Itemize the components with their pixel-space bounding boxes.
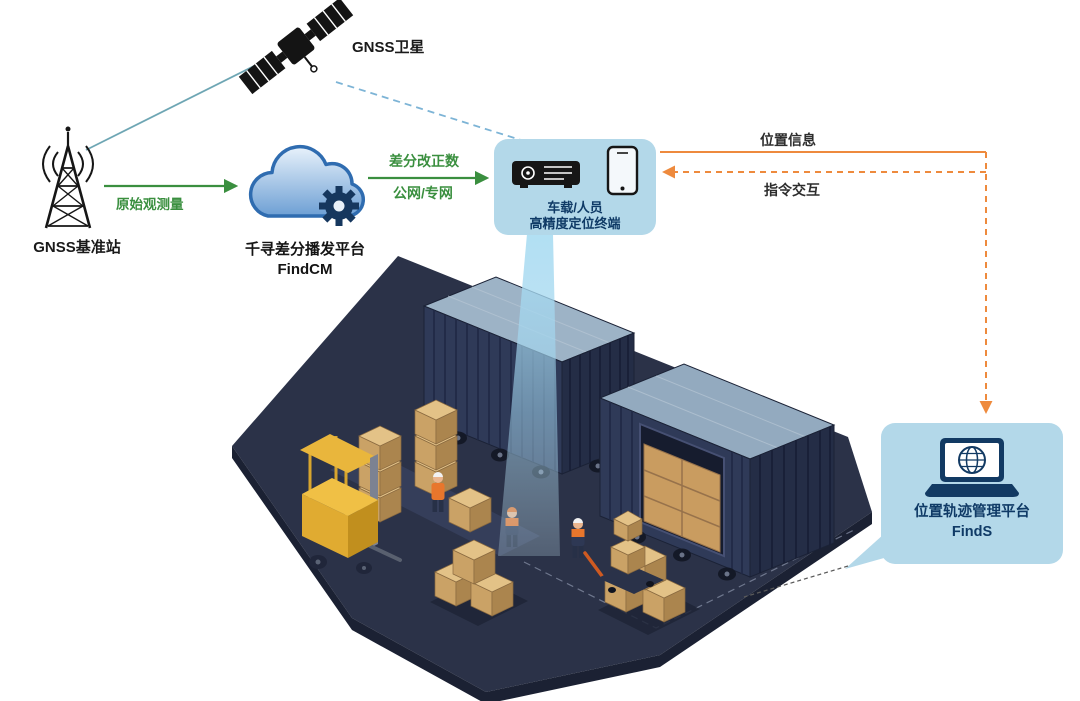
base-station-label: GNSS基准站	[33, 239, 121, 256]
worker-1	[431, 472, 445, 512]
gear-icon	[319, 186, 359, 226]
laptop-globe-icon	[925, 438, 1019, 497]
worker-3	[571, 518, 585, 558]
correction-label-line1: 差分改正数	[389, 153, 459, 169]
base-station-icon	[42, 126, 94, 229]
position-info-label: 位置信息	[760, 132, 816, 148]
terminal-label-line2: 高精度定位终端	[529, 216, 621, 231]
positioning-beam	[498, 234, 560, 556]
pallet-stacks	[358, 399, 492, 533]
cloud-platform-name: 千寻差分播发平台	[244, 241, 365, 258]
satellite-label: GNSS卫星	[352, 39, 425, 56]
raw-observation-label: 原始观测量	[116, 197, 184, 212]
pallet-jack	[583, 510, 664, 594]
cloud-platform-label: 千寻差分播发平台 FindCM	[221, 240, 389, 280]
satellite-icon	[238, 0, 354, 95]
satellite-to-base-link	[85, 62, 261, 151]
correction-label-line2: 公网/专网	[393, 185, 453, 201]
terminal-label-line1: 车载/人员	[547, 200, 603, 215]
forklift	[300, 434, 402, 574]
terminal-icons	[510, 145, 640, 197]
platform-label-name: 位置轨迹管理平台	[914, 504, 1030, 520]
platform-bubble: 位置轨迹管理平台 FindS	[881, 423, 1063, 564]
terminal-bubble: 车载/人员 高精度定位终端	[494, 139, 656, 235]
phone-icon	[606, 145, 639, 196]
cloud-platform-product: FindCM	[277, 261, 333, 278]
warehouse-scene	[232, 234, 872, 701]
container-2	[598, 363, 836, 578]
pallet-center	[430, 539, 528, 626]
platform-bubble-tail	[845, 534, 884, 569]
satellite-to-terminal-link	[335, 81, 525, 142]
platform-label-product: FindS	[951, 524, 993, 540]
receiver-icon	[512, 161, 580, 188]
command-exchange-label: 指令交互	[764, 182, 820, 198]
cloud-icon	[248, 144, 365, 226]
